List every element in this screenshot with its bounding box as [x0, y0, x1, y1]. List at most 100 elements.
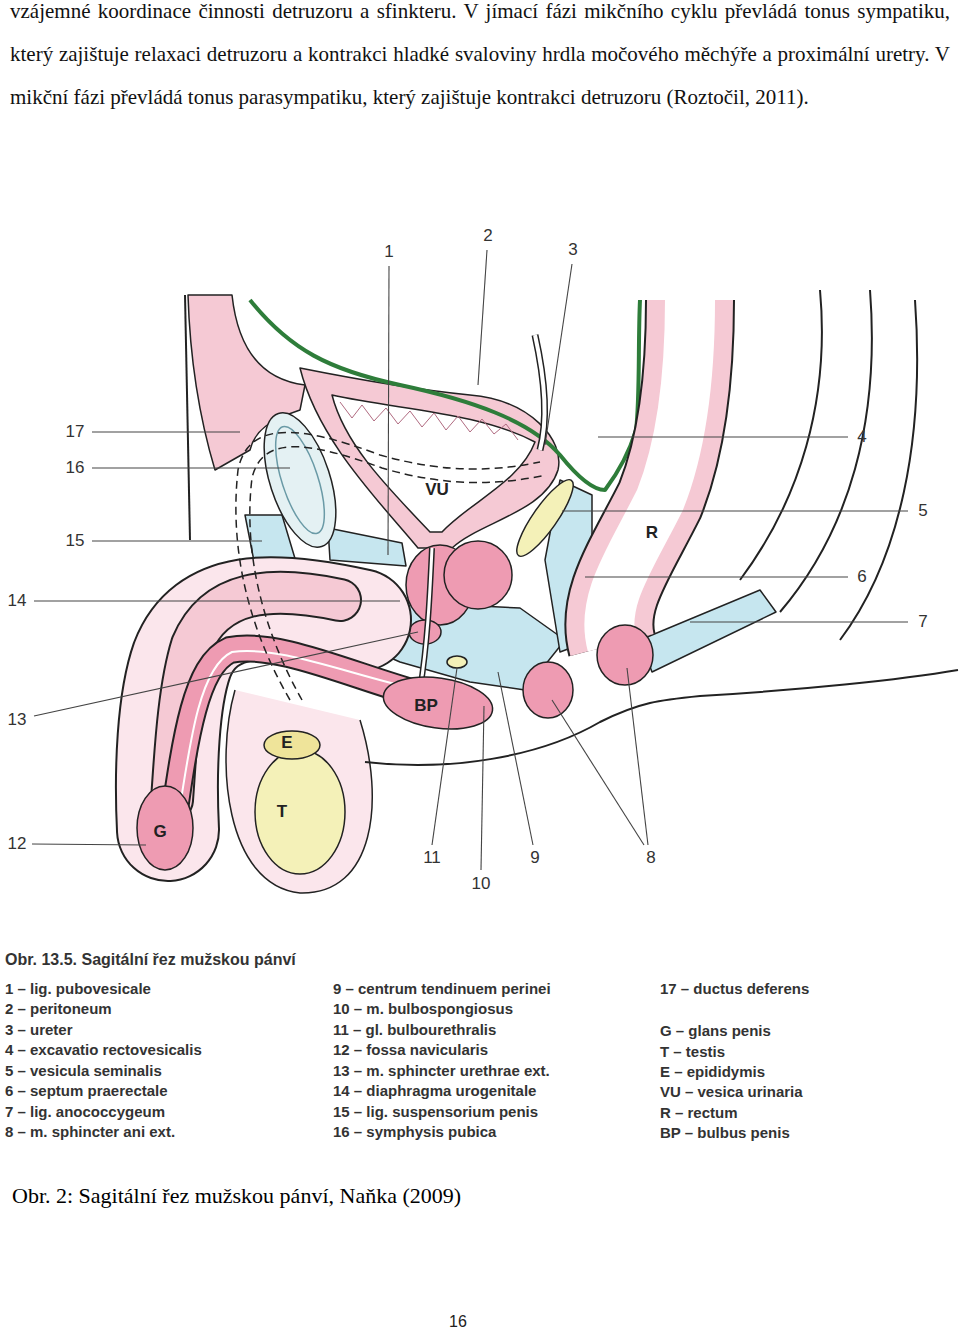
callout-number: 1: [384, 242, 393, 262]
top-mask: [600, 282, 750, 294]
anal-sphincter: [597, 625, 653, 685]
key-entry: 5 – vesicula seminalis: [5, 1061, 162, 1078]
figure-title: Obr. 13.5. Sagitální řez mužskou pánví: [5, 951, 296, 969]
sacrum-line: [780, 290, 872, 612]
leader-line: [92, 431, 240, 432]
bulbus-penis: [380, 671, 496, 736]
callout-number: 2: [483, 226, 492, 246]
leader-line: [32, 844, 146, 845]
leader-line: [34, 600, 400, 601]
callout-number: 10: [472, 874, 491, 894]
key-entry: VU – vesica urinaria: [660, 1083, 803, 1100]
key-entry: 11 – gl. bulbourethralis: [333, 1020, 496, 1037]
ureter: [535, 335, 545, 450]
leader-line: [545, 264, 572, 445]
symphysis-inner: [266, 421, 335, 539]
leader-line: [92, 467, 290, 468]
seminal-vesicle: [509, 473, 581, 562]
leader-line: [34, 632, 418, 716]
region-letter: T: [277, 802, 287, 822]
key-entry: 4 – excavatio rectovesicalis: [5, 1041, 202, 1058]
leader-line: [481, 706, 484, 870]
key-entry: T – testis: [660, 1043, 725, 1060]
callout-number: 4: [857, 427, 866, 447]
figure-caption: Obr. 2: Sagitální řez mužskou pánví, Naň…: [12, 1183, 461, 1209]
key-entry: 17 – ductus deferens: [660, 980, 809, 997]
leader-line: [562, 510, 908, 511]
callout-number: 16: [66, 458, 85, 478]
callout-number: 7: [918, 612, 927, 632]
anococcygeal-ligament: [640, 590, 776, 672]
scrotum: [226, 690, 372, 893]
pubovesical-ligament: [328, 528, 406, 566]
bladder-mucosa: [340, 402, 518, 440]
callout-number: 8: [646, 848, 655, 868]
key-entry: G – glans penis: [660, 1022, 771, 1039]
bladder-wall: [300, 368, 559, 548]
rectum-lumen: [609, 300, 690, 645]
key-entry: E – epididymis: [660, 1063, 765, 1080]
sacrum-line: [740, 290, 822, 580]
key-entry: 3 – ureter: [5, 1020, 73, 1037]
epididymis: [264, 731, 320, 759]
leader-line: [388, 266, 389, 555]
bulbourethral-gland: [447, 656, 467, 668]
prostate: [444, 541, 512, 609]
key-entry: BP – bulbus penis: [660, 1124, 790, 1141]
key-entry: 16 – symphysis pubica: [333, 1123, 496, 1140]
key-entry: 6 – septum praerectale: [5, 1082, 168, 1099]
key-entry: 7 – lig. anococcygeum: [5, 1102, 165, 1119]
leader-line: [478, 250, 487, 385]
callout-number: 14: [8, 591, 27, 611]
anatomy: [137, 282, 958, 893]
leader-line: [432, 668, 457, 845]
skin-line: [185, 295, 190, 540]
urethra: [420, 548, 432, 690]
anal-sphincter: [523, 662, 573, 718]
region-letter: G: [153, 822, 166, 842]
callout-number: 12: [8, 834, 27, 854]
leader-line: [585, 576, 848, 577]
key-entry: 1 – lig. pubovesicale: [5, 980, 151, 997]
leader-line: [552, 700, 644, 845]
callout-number: 11: [423, 848, 441, 868]
callout-number: 9: [530, 848, 539, 868]
key-entry: 8 – m. sphincter ani ext.: [5, 1123, 175, 1140]
callout-number: 13: [8, 710, 27, 730]
key-entry: 2 – peritoneum: [5, 1000, 112, 1017]
leader-line: [627, 668, 648, 845]
key-entry: 14 – diaphragma urogenitale: [333, 1082, 536, 1099]
key-entry: 15 – lig. suspensorium penis: [333, 1102, 538, 1119]
leader-lines: [32, 250, 908, 870]
gluteal-line: [840, 300, 917, 640]
peritoneum-line: [250, 300, 640, 490]
perineal-skin: [365, 670, 958, 765]
region-letter: VU: [425, 480, 449, 500]
leader-line: [92, 540, 262, 541]
body-paragraph: vzájemné koordinace činnosti detruzoru a…: [10, 0, 950, 119]
leader-line: [598, 436, 848, 437]
ureter-outline: [535, 335, 545, 450]
rectum-wall: [609, 300, 690, 645]
key-entry: 10 – m. bulbospongiosus: [333, 1000, 513, 1017]
urethra-outline: [420, 548, 432, 690]
callout-number: 17: [66, 422, 85, 442]
key-entry: 12 – fossa navicularis: [333, 1041, 488, 1058]
callout-number: 6: [857, 567, 866, 587]
glans: [137, 786, 193, 870]
leader-line: [498, 672, 533, 845]
region-letter: BP: [414, 696, 438, 716]
key-entry: 13 – m. sphincter urethrae ext.: [333, 1061, 550, 1078]
leader-line: [690, 621, 908, 622]
region-letter: E: [281, 733, 292, 753]
key-entry: 9 – centrum tendinuem perinei: [333, 980, 551, 997]
region-letter: R: [646, 523, 658, 543]
callout-number: 3: [568, 240, 577, 260]
ductus-deferens: [250, 447, 542, 700]
page-number: 16: [449, 1313, 467, 1329]
rectum-outline: [609, 300, 690, 645]
callout-number: 5: [918, 501, 927, 521]
callout-number: 15: [66, 531, 85, 551]
testis: [255, 750, 345, 874]
